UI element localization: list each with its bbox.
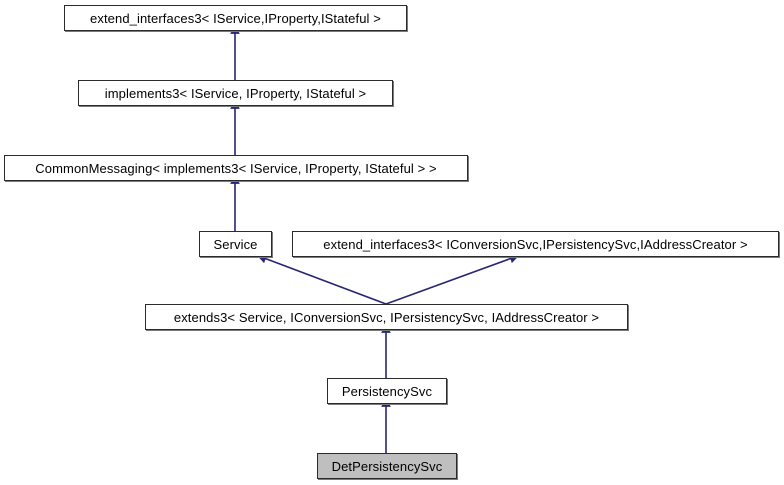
class-node-service[interactable]: Service xyxy=(199,231,272,257)
class-node-label: extend_interfaces3< IConversionSvc,IPers… xyxy=(323,236,748,252)
inheritance-arrow xyxy=(256,254,387,305)
class-node-label: CommonMessaging< implements3< IService, … xyxy=(35,160,437,176)
inheritance-arrow xyxy=(385,254,520,305)
class-node-det-persistency-svc[interactable]: DetPersistencySvc xyxy=(317,453,457,479)
class-node-implements3[interactable]: implements3< IService, IProperty, IState… xyxy=(78,80,393,106)
class-node-label: extends3< Service, IConversionSvc, IPers… xyxy=(173,309,600,325)
class-node-label: Service xyxy=(213,236,258,252)
class-node-label: DetPersistencySvc xyxy=(331,458,443,474)
class-node-extends3[interactable]: extends3< Service, IConversionSvc, IPers… xyxy=(145,304,628,330)
class-node-extend-interfaces3-conversion[interactable]: extend_interfaces3< IConversionSvc,IPers… xyxy=(292,231,779,257)
class-node-label: PersistencySvc xyxy=(341,383,433,399)
class-node-common-messaging[interactable]: CommonMessaging< implements3< IService, … xyxy=(4,155,468,181)
class-node-extend-interfaces3-service[interactable]: extend_interfaces3< IService,IProperty,I… xyxy=(64,5,407,31)
class-node-label: extend_interfaces3< IService,IProperty,I… xyxy=(90,10,381,26)
class-node-persistency-svc[interactable]: PersistencySvc xyxy=(327,378,447,404)
class-node-label: implements3< IService, IProperty, IState… xyxy=(104,85,367,101)
